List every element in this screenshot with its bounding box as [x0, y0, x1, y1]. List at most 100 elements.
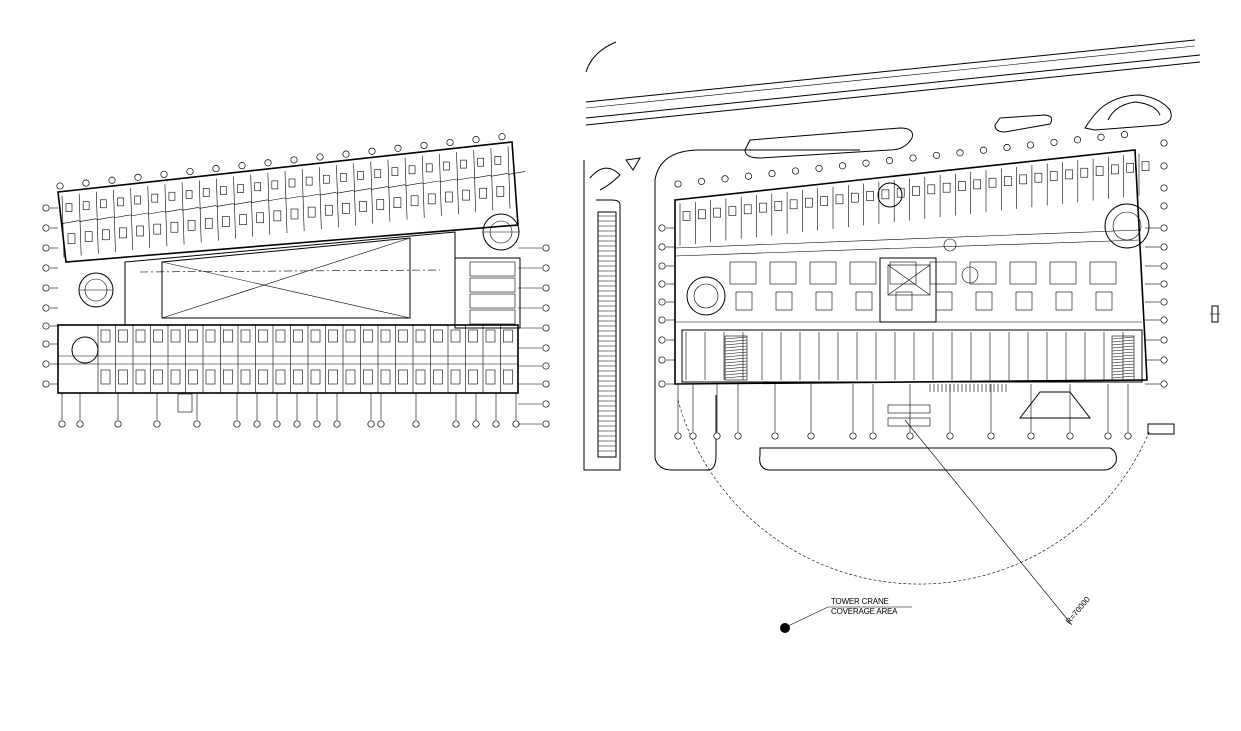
fixture — [223, 329, 233, 343]
room — [729, 261, 757, 285]
room — [815, 291, 833, 311]
fixture — [170, 329, 181, 343]
grid-bubble — [212, 165, 220, 173]
grid-bubble — [1160, 380, 1168, 388]
grid-bubble — [186, 167, 194, 176]
room-wall — [181, 182, 185, 245]
fixture — [1003, 176, 1012, 186]
room-wall — [96, 191, 99, 254]
room-wall — [78, 193, 82, 256]
fixture — [188, 329, 198, 343]
fixture — [202, 188, 210, 197]
fixture — [850, 192, 859, 203]
fixture — [408, 165, 416, 175]
hatch-line — [1111, 348, 1135, 352]
fixture — [237, 184, 244, 193]
fixture — [450, 369, 461, 385]
corridor-line — [674, 229, 1141, 249]
fixture — [136, 225, 144, 237]
grid-bubble — [987, 432, 995, 440]
fixture — [866, 191, 874, 201]
grid-bubble — [1120, 131, 1129, 139]
service-room — [469, 309, 516, 325]
round-features — [686, 182, 1150, 316]
left-parking-strip — [583, 160, 621, 471]
entry-steps — [177, 393, 193, 413]
grid-bubble — [932, 151, 941, 159]
grid-bubble — [108, 176, 116, 184]
room-wall — [284, 170, 288, 234]
fixture — [65, 203, 73, 212]
grid-bubble — [768, 170, 776, 178]
fixture — [697, 209, 706, 220]
grid-bubble — [1160, 280, 1168, 288]
fixture — [363, 329, 373, 343]
left-upper-wing-rooms — [61, 146, 526, 258]
grid-bubble — [771, 432, 779, 440]
left-lower-wing — [57, 324, 519, 394]
grid-bubble — [862, 159, 870, 167]
fixture — [118, 329, 128, 343]
room-wall — [370, 161, 374, 224]
room — [1095, 291, 1113, 311]
corridor-line — [302, 193, 320, 198]
fixture — [205, 369, 216, 385]
grid-bubble — [394, 144, 402, 152]
left-round-stairs — [71, 213, 520, 364]
grid-bubble — [233, 420, 241, 428]
fixture — [713, 207, 721, 218]
room — [735, 291, 753, 311]
fixture — [153, 369, 163, 385]
fixture — [223, 369, 233, 385]
grid-bubble — [1160, 184, 1168, 192]
corridor-line — [387, 184, 406, 188]
grid-bubble — [290, 156, 298, 164]
grid-bubble — [42, 322, 50, 330]
hatch-line — [1111, 342, 1135, 346]
room — [969, 261, 997, 285]
fixture — [1065, 169, 1073, 180]
grid-bubble — [815, 164, 823, 172]
fixture — [102, 229, 110, 241]
corridor-line — [439, 178, 457, 183]
grid-bubble — [193, 420, 201, 428]
room — [1009, 261, 1037, 285]
fixture — [240, 369, 251, 385]
grid-bubble — [658, 380, 666, 388]
corridor-line — [674, 239, 1141, 257]
room-wall — [233, 176, 236, 239]
grid-bubble — [658, 336, 666, 344]
room-wall — [404, 157, 408, 220]
fixture — [118, 369, 128, 385]
corridor-line — [79, 218, 97, 222]
fixture — [153, 329, 163, 343]
grid-bubble — [697, 177, 706, 185]
fixture — [433, 369, 443, 385]
fixture — [117, 197, 124, 207]
fixture — [307, 206, 316, 218]
crane-label-line2: COVERAGE AREA — [831, 607, 898, 616]
hatch-line — [1111, 366, 1135, 370]
service-room — [469, 261, 516, 277]
room-wall — [353, 163, 356, 226]
fixture — [468, 369, 478, 385]
room — [975, 291, 993, 311]
fixture — [503, 329, 513, 343]
hatch-line — [724, 366, 748, 370]
grid-bubble — [264, 159, 272, 167]
tower-crane-coverage — [677, 399, 1151, 633]
corridor-line — [233, 201, 251, 205]
room — [929, 261, 957, 285]
hatch-line — [724, 369, 748, 373]
room — [1015, 291, 1033, 311]
hatch-line — [724, 342, 748, 346]
fixture — [1126, 162, 1134, 173]
corridor-line — [353, 188, 371, 192]
fixture — [363, 369, 373, 385]
fixture — [135, 369, 146, 385]
corridor-line — [113, 214, 131, 219]
grid-bubble — [869, 432, 877, 440]
hatch-line — [724, 357, 748, 361]
room-wall — [439, 153, 442, 217]
fixture — [1019, 174, 1027, 185]
